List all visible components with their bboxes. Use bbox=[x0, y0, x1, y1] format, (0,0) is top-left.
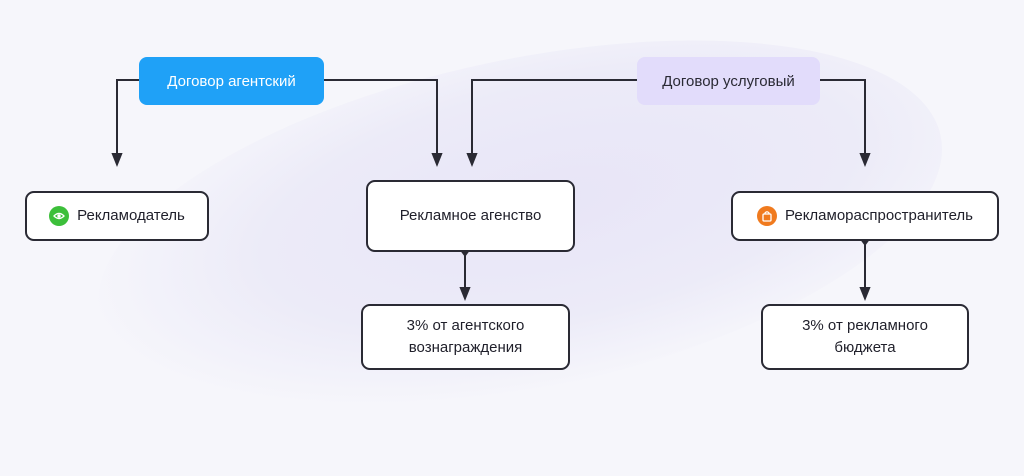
arrow-agency-to-advertiser bbox=[111, 79, 139, 167]
advertiser-node: Рекламодатель bbox=[25, 191, 209, 241]
arrow-service-to-agency bbox=[466, 79, 637, 167]
eye-icon bbox=[49, 206, 70, 226]
distributor-label: Рекламораспространитель bbox=[785, 207, 973, 225]
distributor-fee-text: 3% от рекламного бюджета bbox=[802, 315, 928, 359]
agency-node: Рекламное агенство bbox=[366, 180, 575, 252]
agency-contract-label: Договор агентский bbox=[167, 72, 296, 90]
distributor-node: Рекламораспространитель bbox=[731, 191, 999, 241]
agency-fee-text: 3% от агентского вознаграждения bbox=[407, 315, 525, 359]
agency-fee-line1: 3% от агентского bbox=[406, 317, 525, 335]
agency-fee-line2: вознаграждения bbox=[408, 339, 523, 356]
bag-icon bbox=[757, 206, 777, 226]
service-contract-label: Договор услуговый bbox=[662, 72, 795, 90]
arrow-service-to-distributor bbox=[820, 79, 871, 167]
arrow-agency-to-agency bbox=[324, 79, 443, 167]
agency-label: Рекламное агенство bbox=[399, 207, 542, 225]
distributor-fee-line2: бюджета bbox=[834, 339, 896, 356]
connector-lines bbox=[111, 79, 871, 301]
agency-fee-node: 3% от агентского вознаграждения bbox=[361, 304, 570, 370]
advertiser-label: Рекламодатель bbox=[77, 207, 185, 225]
agency-contract-pill: Договор агентский bbox=[139, 57, 324, 105]
distributor-fee-node: 3% от рекламного бюджета bbox=[761, 304, 969, 370]
service-contract-pill: Договор услуговый bbox=[637, 57, 820, 105]
distributor-fee-line1: 3% от рекламного bbox=[802, 317, 928, 335]
